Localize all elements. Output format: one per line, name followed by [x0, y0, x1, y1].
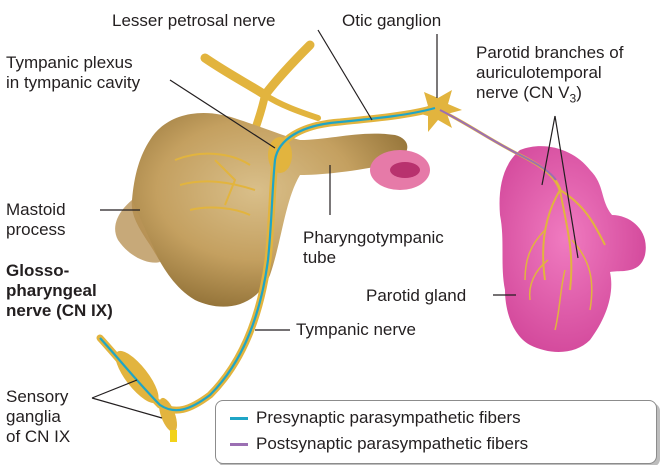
label-parotid-gland: Parotid gland: [366, 286, 466, 306]
parotid-gland: [500, 146, 646, 352]
postsynaptic-swatch: [230, 443, 248, 446]
label-tympanic-nerve: Tympanic nerve: [296, 320, 416, 340]
label-tympanic-plexus-line1: Tympanic plexus: [6, 53, 133, 73]
label-parotid-branches-line2: auriculotemporal: [476, 63, 602, 83]
label-parotid-branches-line1: Parotid branches of: [476, 43, 623, 63]
label-sensory-ganglia-line3: of CN IX: [6, 427, 70, 447]
temporal-bone: [115, 113, 407, 307]
label-glossopharyngeal-line2: pharyngeal: [6, 281, 97, 301]
label-parotid-branches-line3-prefix: nerve (CN V: [476, 83, 570, 102]
legend-presynaptic-label: Presynaptic parasympathetic fibers: [256, 408, 521, 428]
legend-item-postsynaptic: Postsynaptic parasympathetic fibers: [230, 433, 528, 455]
legend-postsynaptic-label: Postsynaptic parasympathetic fibers: [256, 434, 528, 454]
pharyngotympanic-tube-opening: [370, 150, 430, 190]
label-mastoid-line1: Mastoid: [6, 200, 66, 220]
label-mastoid-line2: process: [6, 220, 66, 240]
label-lesser-petrosal-nerve: Lesser petrosal nerve: [112, 11, 275, 31]
label-glossopharyngeal-line1: Glosso-: [6, 261, 69, 281]
legend: Presynaptic parasympathetic fibers Posts…: [215, 400, 657, 464]
presynaptic-swatch: [230, 417, 248, 420]
label-otic-ganglion: Otic ganglion: [342, 11, 441, 31]
label-sensory-ganglia-line1: Sensory: [6, 387, 68, 407]
label-tympanic-plexus-line2: in tympanic cavity: [6, 73, 140, 93]
legend-item-presynaptic: Presynaptic parasympathetic fibers: [230, 407, 521, 429]
label-parotid-branches-line3-suffix: ): [576, 83, 582, 102]
label-sensory-ganglia-line2: ganglia: [6, 407, 61, 427]
label-pharyngotympanic-line2: tube: [303, 248, 336, 268]
label-parotid-branches-line3: nerve (CN V3): [476, 83, 582, 108]
label-glossopharyngeal-line3: nerve (CN IX): [6, 301, 113, 321]
label-pharyngotympanic-line1: Pharyngotympanic: [303, 228, 444, 248]
